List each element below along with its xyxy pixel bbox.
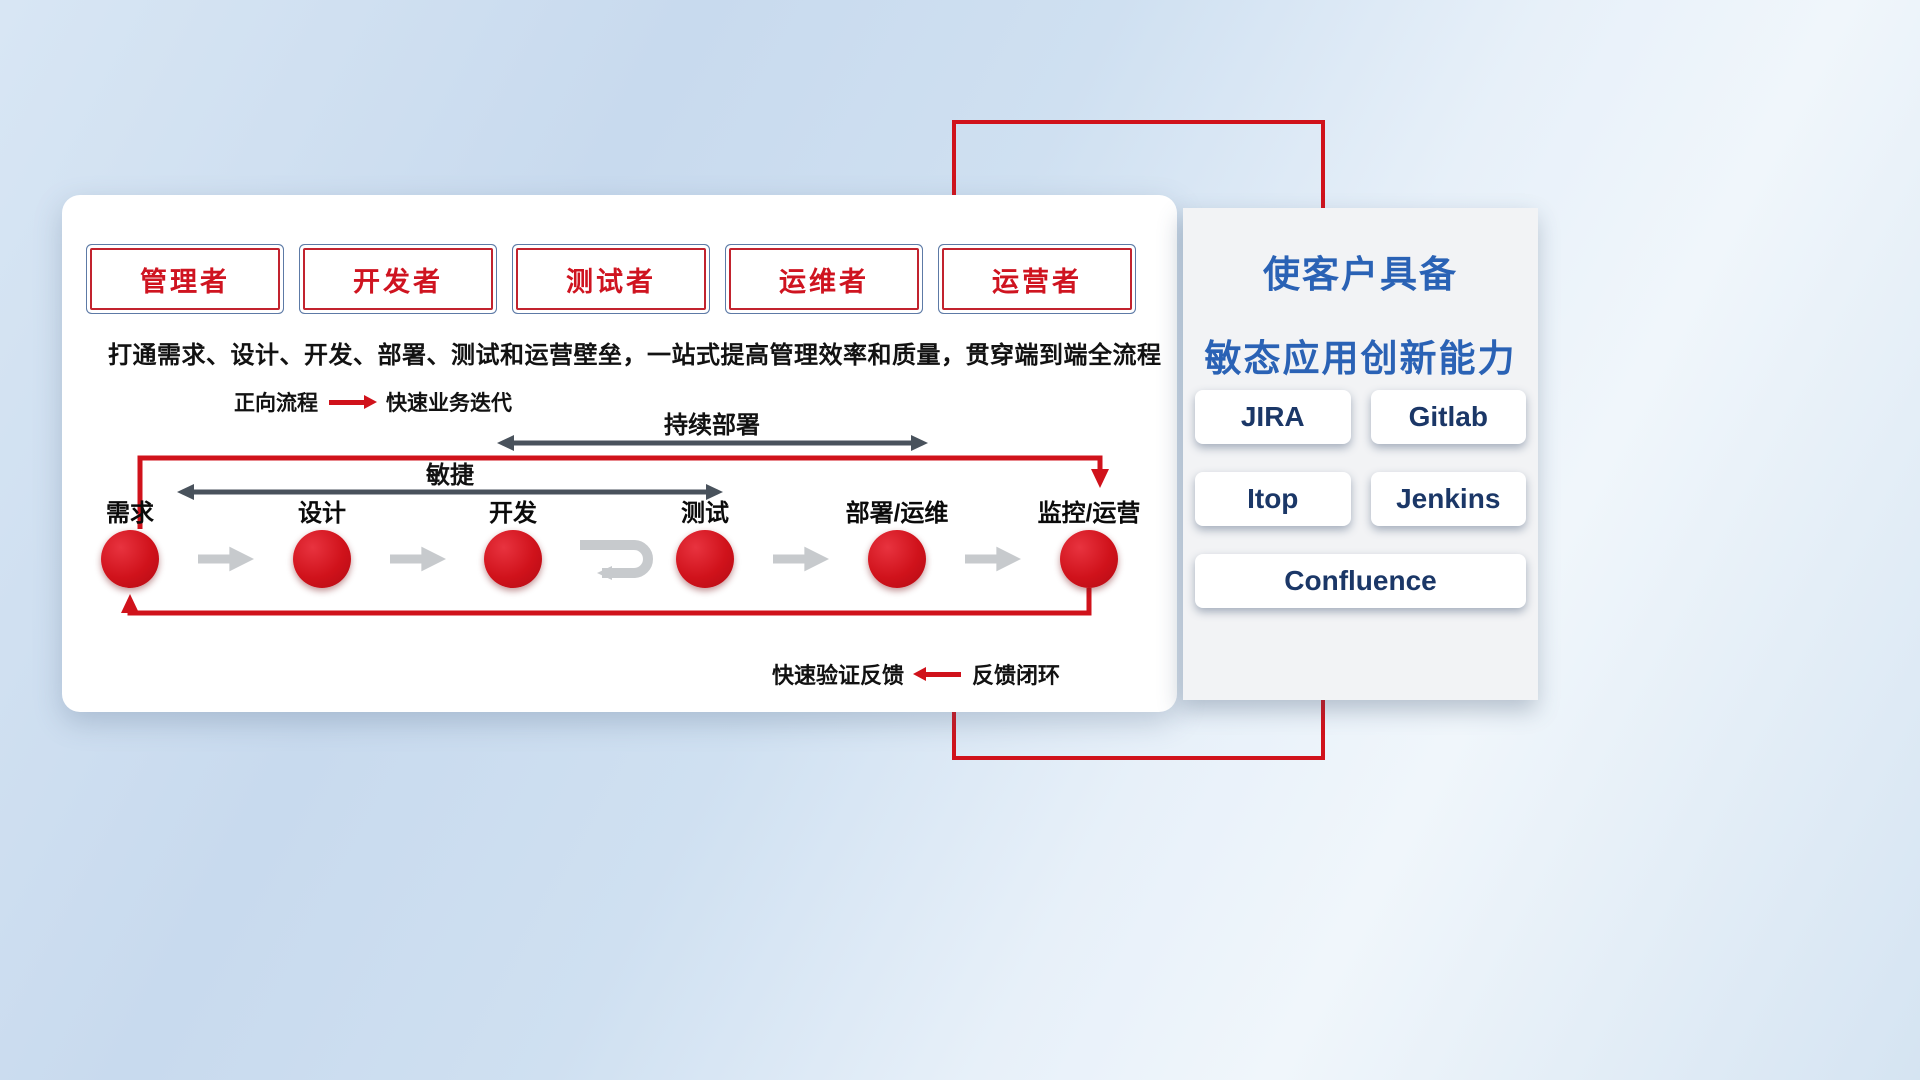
flow-node-monitor-operate: 监控/运营 [1009, 500, 1169, 588]
feedback-legend-desc: 快速验证反馈 [772, 663, 905, 688]
continuous-deployment-label: 持续部署 [664, 412, 760, 439]
devops-flow-card: 管理者 开发者 测试者 运维者 运营者 打通需求、设计、开发、部署、测试和运营壁… [62, 195, 1177, 712]
tool-itop: Itop [1195, 472, 1351, 526]
flow-node-circle [484, 530, 542, 588]
agile-label: 敏捷 [426, 462, 474, 489]
tools-grid: JIRA Gitlab Itop Jenkins Confluence [1195, 390, 1526, 608]
flow-node-circle [293, 530, 351, 588]
feedback-legend-label: 反馈闭环 [972, 663, 1061, 688]
role-label: 管理者 [140, 266, 230, 297]
forward-legend-desc: 快速业务迭代 [386, 392, 512, 415]
flow-node-design: 设计 [242, 500, 402, 588]
flow-node-develop: 开发 [433, 500, 593, 588]
forward-arrow-icon [329, 394, 377, 409]
role-box-developer: 开发者 [303, 248, 493, 310]
flow-node-demand: 需求 [50, 500, 210, 588]
card-subtitle: 打通需求、设计、开发、部署、测试和运营壁垒，一站式提高管理效率和质量，贯穿端到端… [108, 342, 1162, 369]
flow-node-label: 监控/运营 [1037, 500, 1141, 527]
feedback-loop-line [121, 588, 1092, 616]
role-box-manager: 管理者 [90, 248, 280, 310]
role-box-ops: 运维者 [729, 248, 919, 310]
tool-jira: JIRA [1195, 390, 1351, 444]
tool-jenkins: Jenkins [1370, 472, 1526, 526]
role-box-tester: 测试者 [516, 248, 706, 310]
role-label: 测试者 [566, 266, 656, 297]
flow-node-test: 测试 [625, 500, 785, 588]
panel-title-line1: 使客户具备 [1263, 254, 1458, 295]
tool-confluence: Confluence [1195, 554, 1526, 608]
flow-node-circle [1060, 530, 1118, 588]
panel-title-line2: 敏态应用创新能力 [1204, 338, 1517, 379]
flow-node-label: 部署/运维 [845, 500, 949, 527]
flow-node-circle [868, 530, 926, 588]
flow-node-label: 开发 [489, 500, 537, 527]
flow-node-circle [101, 530, 159, 588]
feedback-arrow-icon [913, 666, 962, 681]
tool-gitlab: Gitlab [1370, 390, 1526, 444]
role-label: 运营者 [992, 266, 1082, 297]
flow-node-label: 测试 [681, 500, 729, 527]
flow-node-circle [676, 530, 734, 588]
flow-node-deploy-ops: 部署/运维 [817, 500, 977, 588]
role-label: 开发者 [353, 266, 443, 297]
flow-node-label: 需求 [106, 500, 154, 527]
flow-node-label: 设计 [298, 500, 346, 527]
forward-legend-label: 正向流程 [234, 392, 318, 415]
feedback-legend: 快速验证反馈 反馈闭环 [772, 658, 1060, 690]
tools-panel: 使客户具备 敏态应用创新能力 JIRA Gitlab Itop Jenkins … [1183, 208, 1538, 700]
forward-legend: 正向流程 快速业务迭代 [234, 387, 512, 417]
role-row: 管理者 开发者 测试者 运维者 运营者 [90, 248, 1132, 310]
role-box-operator: 运营者 [942, 248, 1132, 310]
role-label: 运维者 [779, 266, 869, 297]
